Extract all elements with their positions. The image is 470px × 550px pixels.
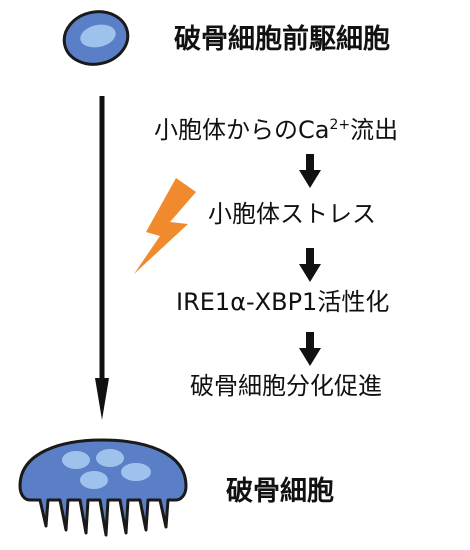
step-ire1-xbp1-activation: IRE1α-XBP1活性化 <box>176 288 390 316</box>
step-calcium-efflux-text: 小胞体からのCa <box>154 116 330 144</box>
step-er-stress: 小胞体ストレス <box>208 200 376 228</box>
step-arrow-1 <box>299 154 321 188</box>
calcium-charge-superscript: 2+ <box>329 117 351 133</box>
precursor-cell-icon <box>62 10 130 66</box>
differentiation-arrow <box>95 96 109 420</box>
step-osteoclast-differentiation: 破骨細胞分化促進 <box>190 372 382 400</box>
lightning-bolt-icon <box>134 178 196 274</box>
step-calcium-efflux-suffix: 流出 <box>350 116 399 144</box>
step-calcium-efflux: 小胞体からのCa2+流出 <box>154 118 398 142</box>
step-arrow-3 <box>299 332 321 366</box>
precursor-cell-label: 破骨細胞前駆細胞 <box>174 24 390 55</box>
osteoclast-label: 破骨細胞 <box>226 476 334 507</box>
osteoclast-cell-icon <box>18 438 188 537</box>
step-arrow-2 <box>299 248 321 282</box>
